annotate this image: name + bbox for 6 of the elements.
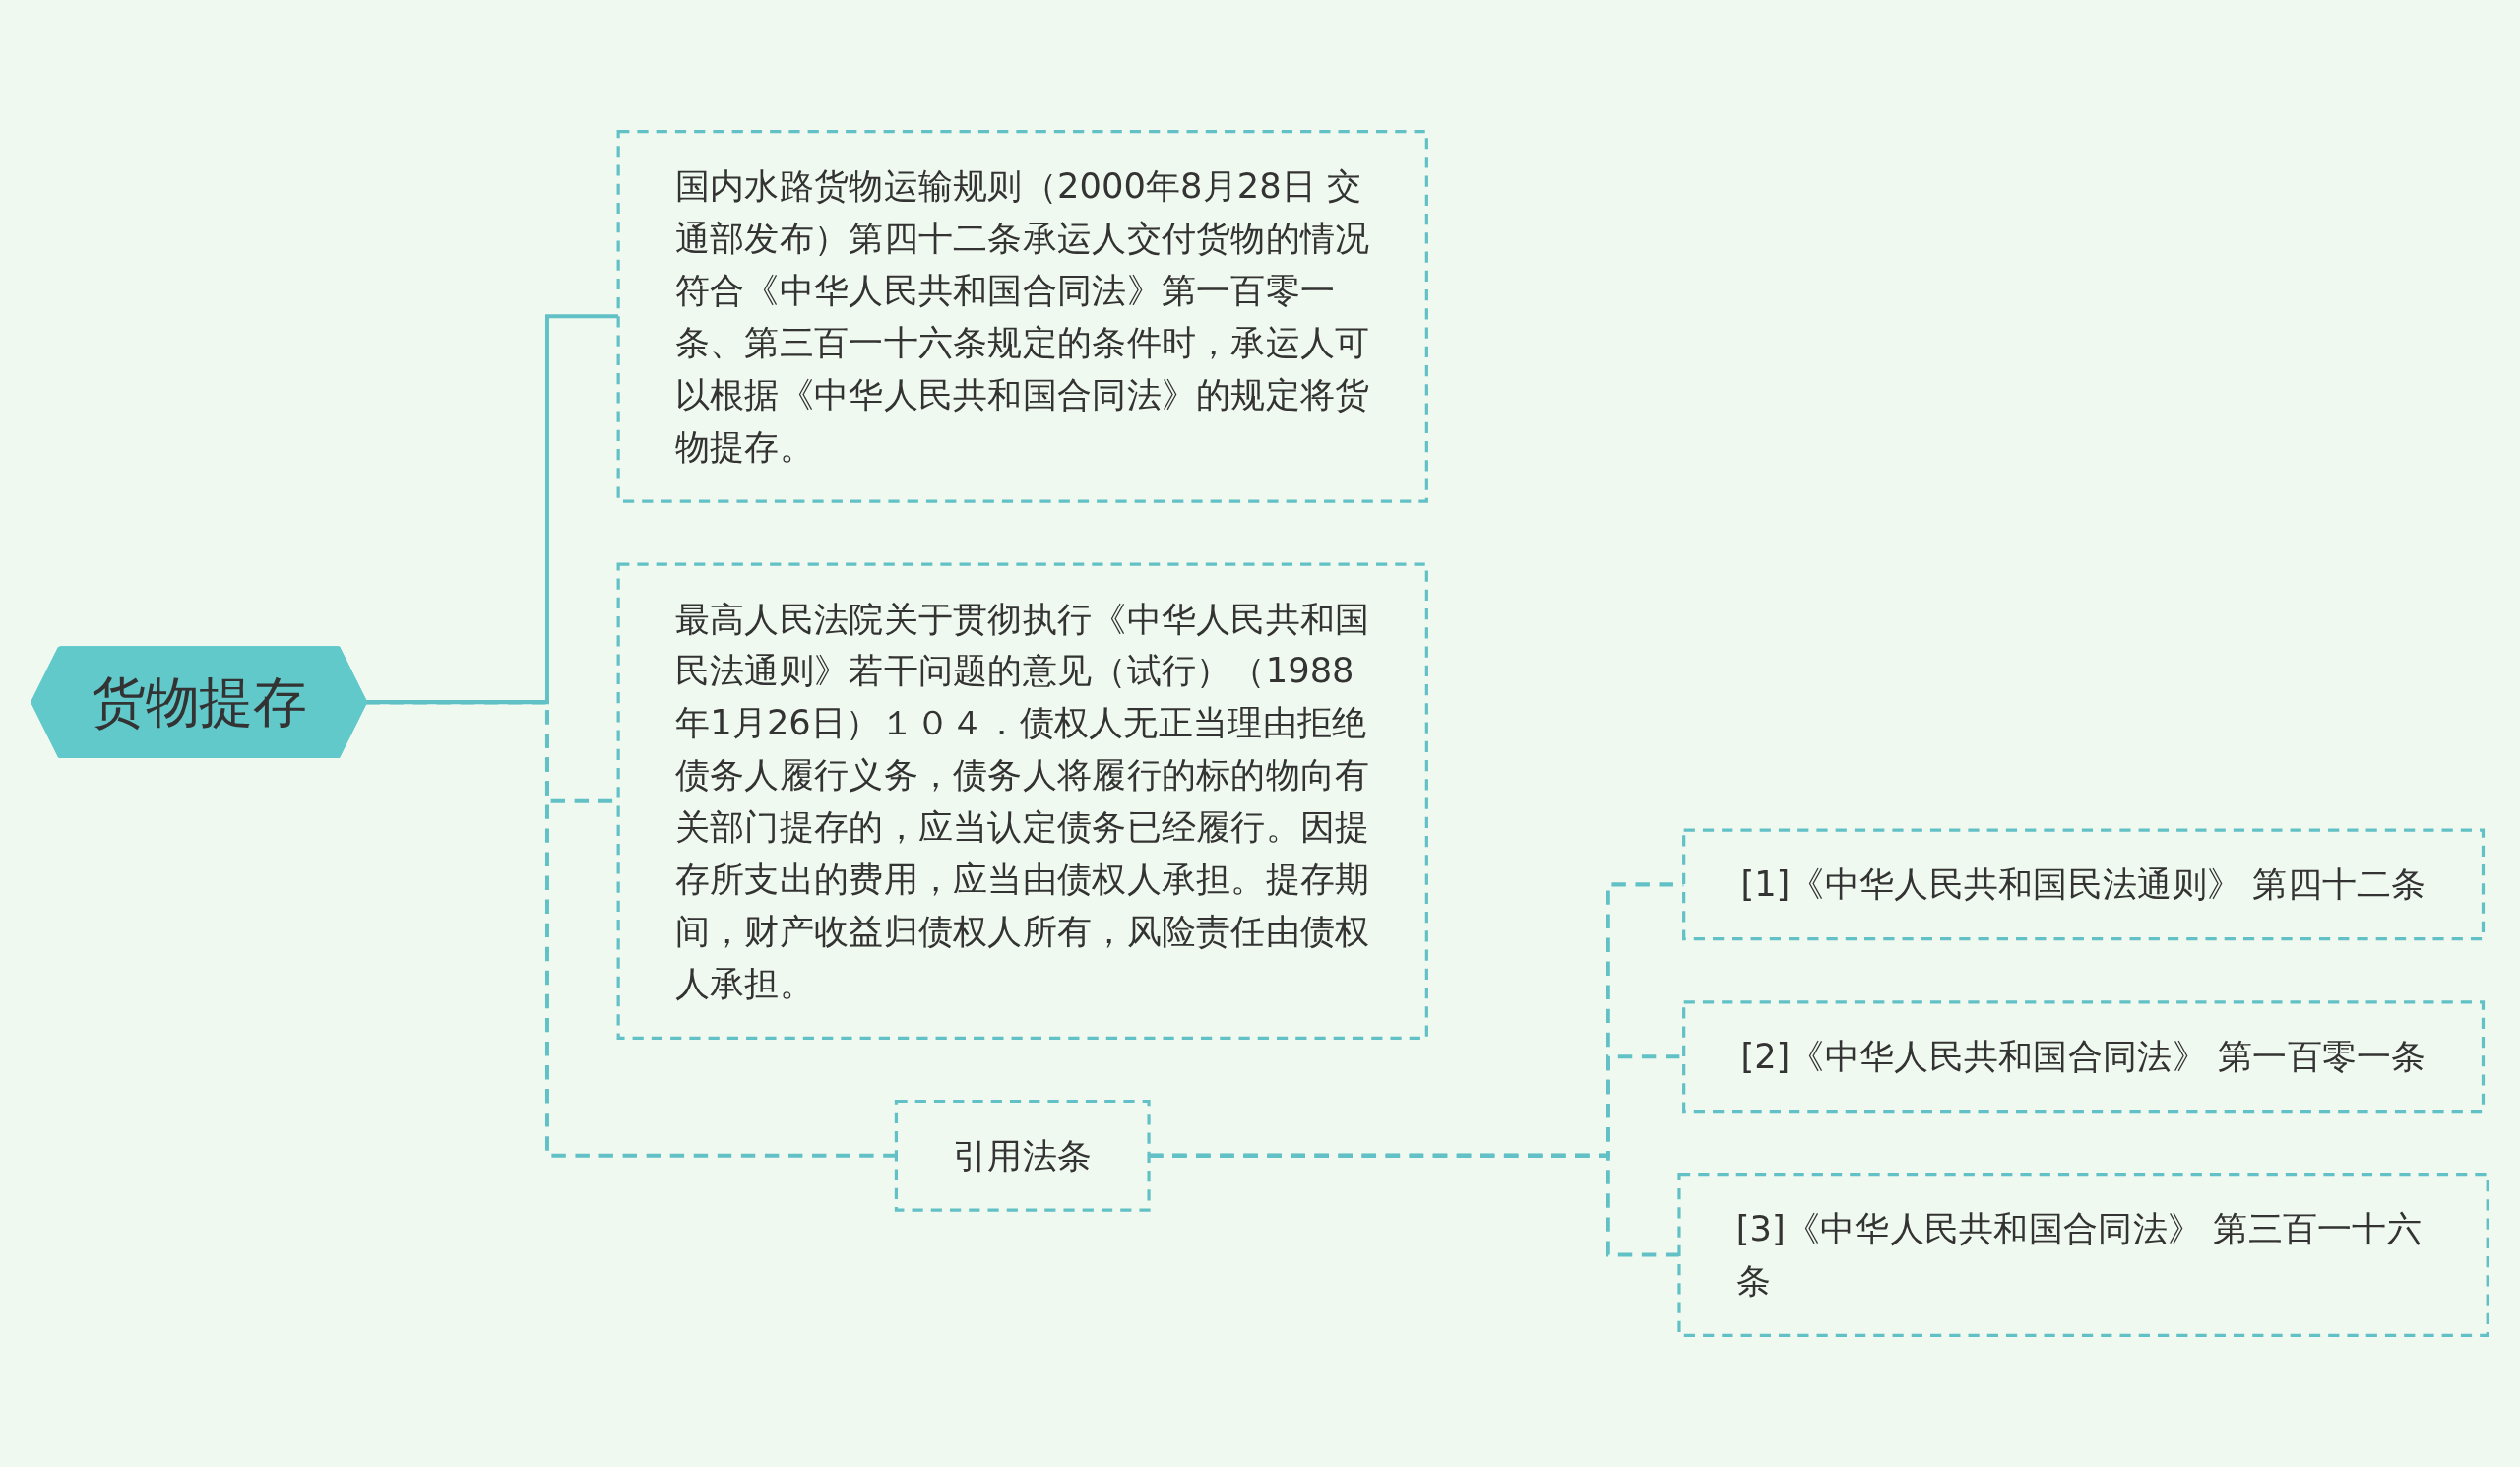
node-box: 引用法条 <box>894 1099 1151 1212</box>
node-box: [3]《中华人民共和国合同法》 第三百一十六条 <box>1677 1173 2489 1337</box>
node-box: 最高人民法院关于贯彻执行《中华人民共和国民法通则》若干问题的意见（试行）（1988年1月26日）１０４．债权人无正当理由拒绝债务人履行义务，债务人将履行的标的物向有关部门提存的，应当认定债务已经履行。因提存所支出的费用，应当由债权人承担。提存期间，财产收益归债权人所有，风险责任由债权人承担。 <box>616 562 1428 1040</box>
node-box: 国内水路货物运输规则（2000年8月28日 交通部发布）第四十二条承运人交付货物的情况符合《中华人民共和国合同法》第一百零一条、第三百一十六条规定的条件时，承运人可以根据《中华人民共和国合同法》的规定将货物提存。 <box>616 130 1428 503</box>
node-box: [2]《中华人民共和国合同法》 第一百零一条 <box>1682 1000 2486 1114</box>
node-box: [1]《中华人民共和国民法通则》 第四十二条 <box>1682 828 2486 941</box>
